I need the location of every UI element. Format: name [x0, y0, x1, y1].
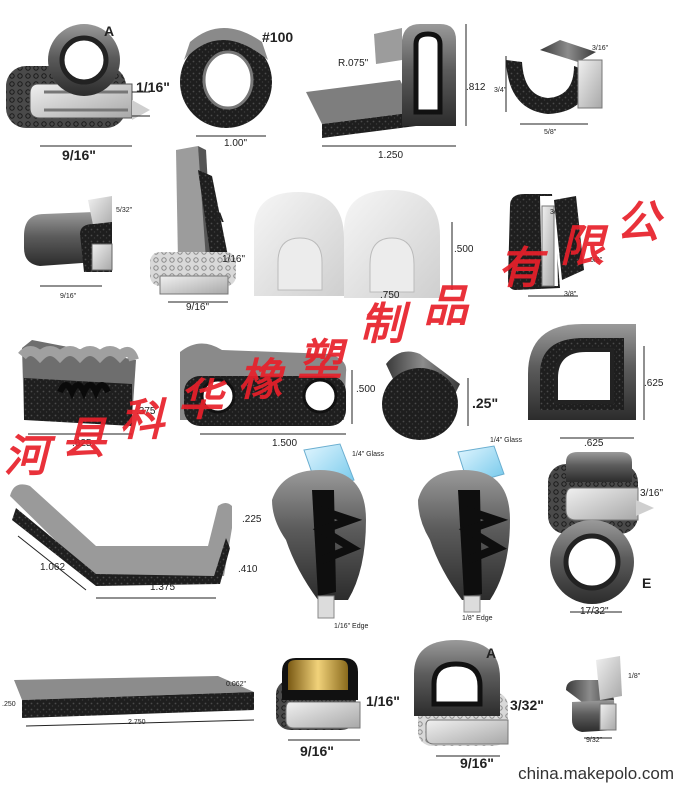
p17-height-label: .250	[2, 701, 16, 708]
profile-d-seal	[528, 324, 645, 439]
profile-foam-channel-seal	[508, 194, 584, 297]
watermark-char-2: 县	[62, 413, 106, 464]
p1-height-label: 1/16"	[136, 79, 170, 95]
profile-gold-bulb-trim	[276, 658, 361, 741]
profile-bulb-trim-seal-a	[6, 24, 150, 147]
p8-height-label: 5/8"	[590, 257, 603, 264]
profile-white-d-seals	[254, 190, 453, 298]
p6-letter: A	[214, 209, 224, 225]
p16-letter: E	[642, 575, 651, 591]
profile-flat-strip	[14, 676, 255, 727]
p10-width-label: 1.500	[272, 438, 297, 449]
profile-small-channel	[566, 656, 622, 739]
p16-gap-label: 3/16"	[640, 488, 663, 499]
p19-width-label: 9/16"	[460, 755, 494, 771]
p9-height-label: .375	[136, 406, 156, 417]
p17-thick-label: 0.062"	[226, 681, 247, 688]
p18-width-label: 9/16"	[300, 743, 334, 759]
p1-letter: A	[104, 23, 114, 39]
p12-height-label: .625	[644, 378, 664, 389]
p3-height-label: .812	[466, 82, 486, 93]
watermark-char-9: 有	[498, 243, 542, 294]
p15-glass-label: 1/4" Glass	[490, 437, 523, 444]
profile-glass-seal-16	[272, 443, 366, 619]
p11-diameter-label: .25"	[472, 395, 498, 411]
watermark-char-4: 华	[178, 375, 222, 426]
watermark-char-3: 科	[120, 395, 164, 446]
p7-width-label: .750	[380, 290, 400, 301]
watermark-char-8: 品	[424, 281, 468, 332]
profile-angled-channel	[10, 484, 232, 599]
p14-glass-label: 1/4" Glass	[352, 451, 385, 458]
profile-small-trim-seal	[24, 196, 113, 287]
profile-bulb-trim-seal-a2	[414, 640, 509, 757]
p15-edge-label: 1/8" Edge	[462, 615, 493, 622]
p16-width-label: 17/32"	[580, 606, 609, 617]
p13-side-label: 1.062	[40, 562, 65, 573]
p13-base-label: 1.375	[150, 582, 175, 593]
p13-lip-label: .410	[238, 564, 258, 575]
p13-thick-label: .225	[242, 514, 262, 525]
watermark-char-6: 塑	[298, 335, 342, 386]
p1-width-label: 9/16"	[62, 147, 96, 163]
p18-height-label: 1/16"	[366, 693, 400, 709]
p19-letter: A	[486, 645, 496, 661]
p8-width-label: 3/8"	[564, 291, 577, 298]
profile-l-bulb-seal	[306, 24, 467, 147]
p4-width-label: 5/8"	[544, 129, 557, 136]
profile-round-cord	[382, 351, 469, 440]
profile-ribbed-block	[18, 340, 139, 435]
p8-gap-label: 3/16"	[550, 209, 567, 216]
profile-glass-seal-18	[418, 445, 510, 613]
p20-gap-label: 1/8"	[628, 673, 641, 680]
watermark-char-5: 橡	[238, 355, 282, 406]
source-watermark: china.makepolo.com	[518, 764, 674, 783]
p2-tag: #100	[262, 29, 293, 45]
profile-tube-100	[180, 28, 272, 137]
p4-gap-label: 3/16"	[592, 45, 609, 52]
p7-height-label: .500	[454, 244, 474, 255]
watermark-char-7: 制	[360, 299, 404, 350]
p2-width-label: 1.00"	[224, 138, 247, 149]
watermark-char-10: 限	[560, 221, 604, 272]
p3-radius-label: R.075"	[338, 58, 369, 69]
p12-width-label: .625	[584, 438, 604, 449]
p9-width-label: .625	[72, 438, 92, 449]
p20-width-label: 9/32"	[586, 737, 603, 744]
p6-height-label: 1/16"	[222, 254, 245, 265]
p10-height-label: .500	[356, 384, 376, 395]
profile-fin-trim-seal-a	[150, 146, 236, 303]
profile-bulb-trim-seal-e	[548, 452, 654, 613]
p5-width-label: 9/16"	[60, 293, 77, 300]
watermark-char-11: 公	[616, 197, 660, 248]
profile-u-channel-seal	[505, 40, 603, 125]
p5-gap-label: 5/32"	[116, 207, 133, 214]
p4-height-label: 3/4"	[494, 87, 507, 94]
profile-double-bulb-seal	[180, 343, 353, 435]
p19-height-label: 3/32"	[510, 697, 544, 713]
p6-width-label: 9/16"	[186, 302, 209, 313]
p14-edge-label: 1/16" Edge	[334, 623, 369, 630]
p17-width-label: 2.750	[128, 719, 146, 726]
p3-width-label: 1.250	[378, 150, 403, 161]
watermark-char-1: 河	[4, 431, 48, 482]
